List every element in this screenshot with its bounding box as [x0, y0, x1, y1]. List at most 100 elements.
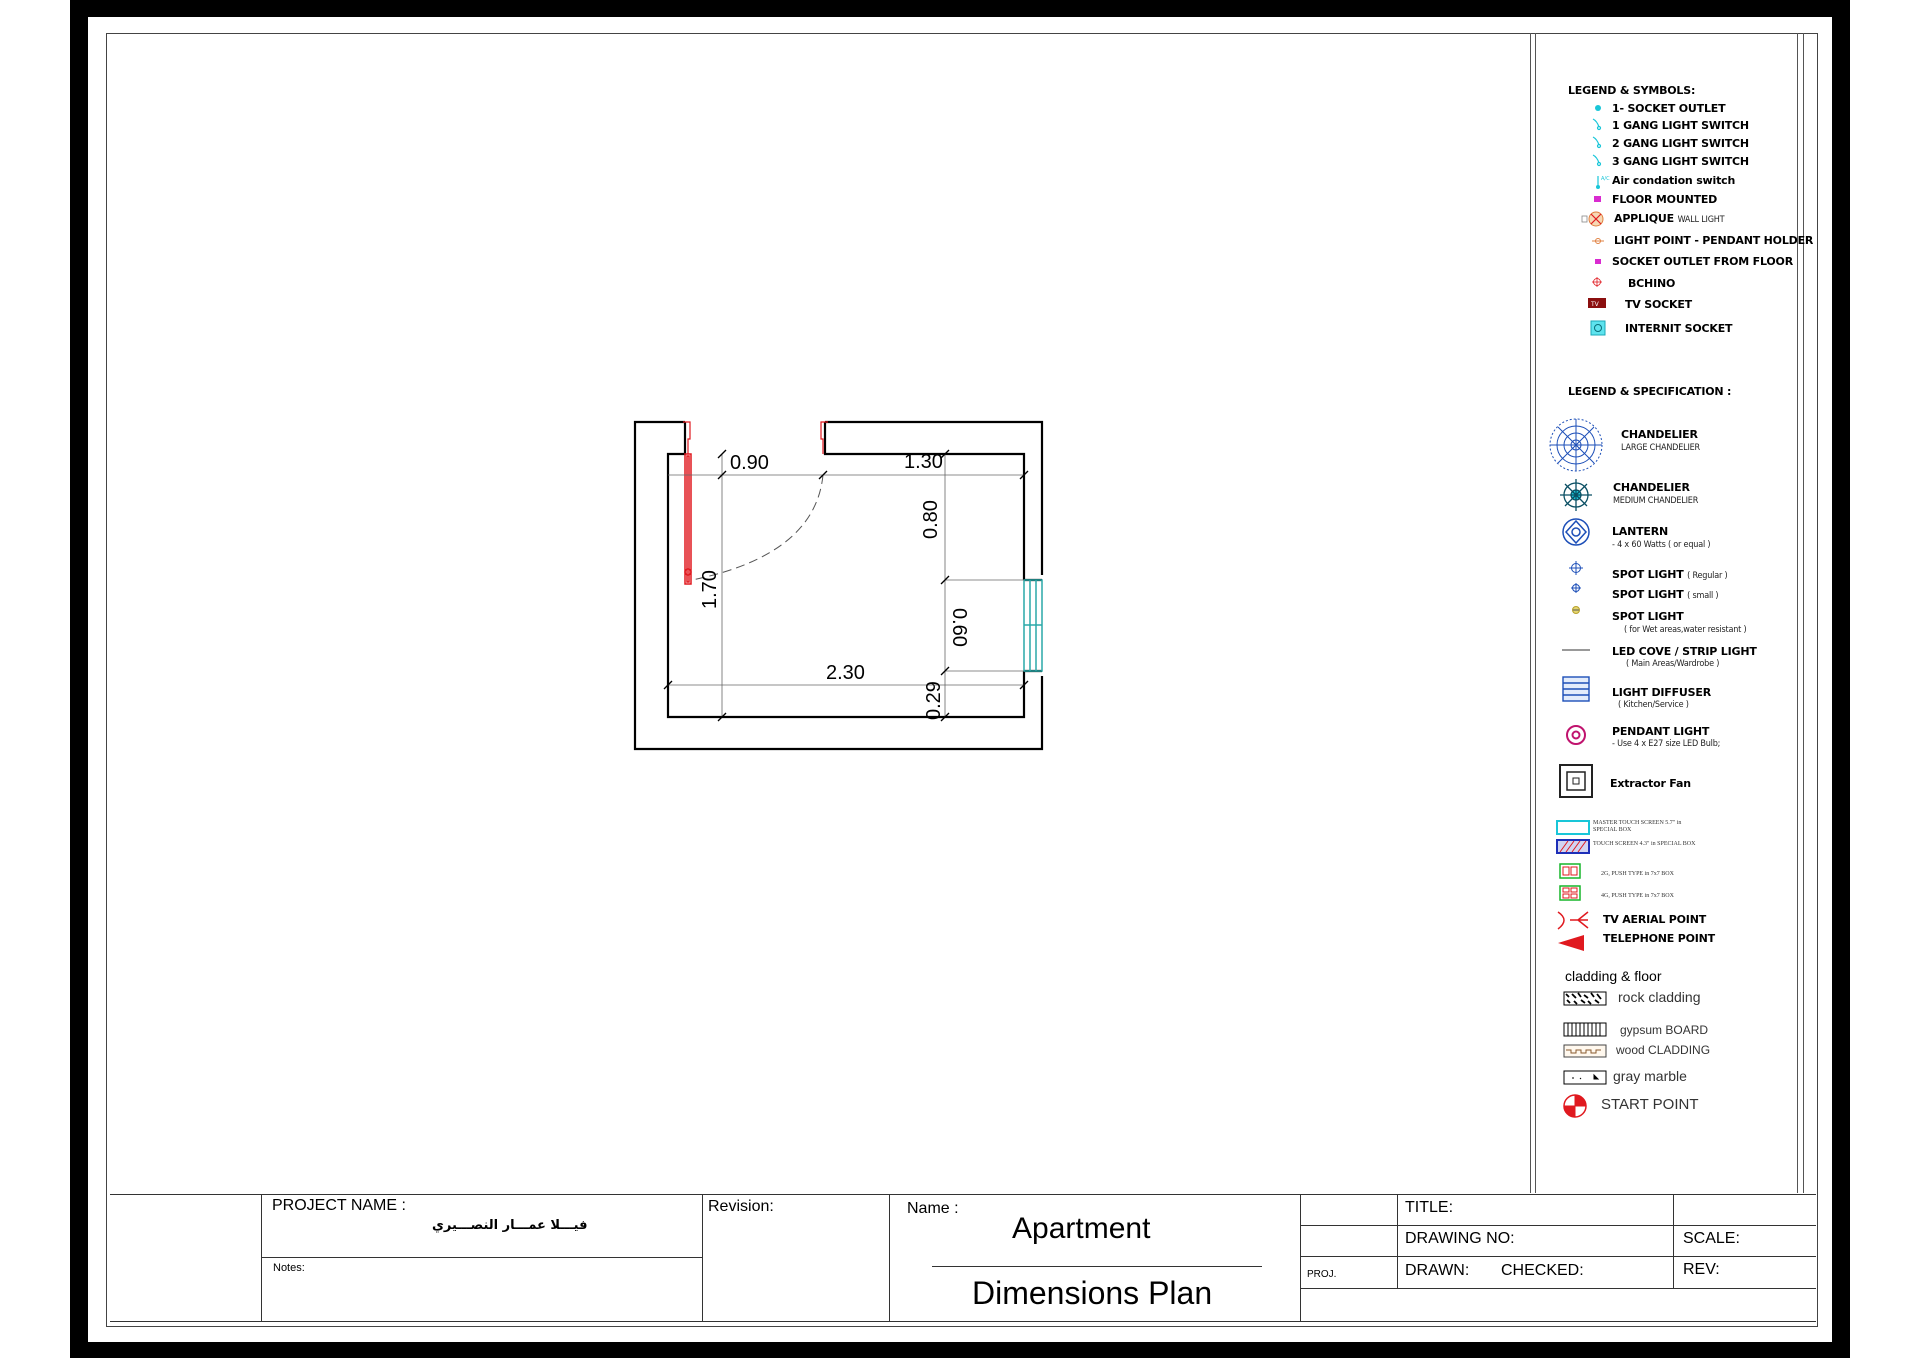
- titleblock-bottom: [110, 1321, 1816, 1322]
- cladding-marble: gray marble: [1613, 1068, 1687, 1084]
- legend-item-floor-mounted: FLOOR MOUNTED: [1612, 193, 1718, 206]
- spec-light-diffuser: LIGHT DIFFUSER( Kitchen/Service ): [1612, 686, 1711, 710]
- spec-strip-light: LED COVE / STRIP LIGHT( Main Areas/Wardr…: [1612, 645, 1757, 669]
- door-jamb-left: [683, 421, 691, 454]
- medium-chandelier-icon: [1560, 479, 1592, 511]
- wall-light-icon: [1581, 211, 1604, 227]
- spec-label: SPOT LIGHT: [1612, 588, 1684, 601]
- legend-item-socket-outlet: 1- SOCKET OUTLET: [1612, 102, 1726, 115]
- legend-item-3-gang: 3 GANG LIGHT SWITCH: [1612, 155, 1749, 168]
- spec-touch-screen: TOUCH SCREEN 4.3" in SPECIAL BOX: [1593, 841, 1696, 847]
- bchino-icon: [1592, 277, 1602, 287]
- spec-sub: MEDIUM CHANDELIER: [1613, 496, 1699, 506]
- spec-sub: - 4 x 60 Watts ( or equal ): [1612, 540, 1711, 550]
- border-bottom: [70, 1342, 1850, 1358]
- switch-icon: [1592, 154, 1602, 167]
- cladding-heading: cladding & floor: [1565, 968, 1662, 984]
- tb-divider: [1397, 1194, 1398, 1288]
- spec-spot-small: SPOT LIGHT ( small ): [1612, 588, 1719, 601]
- spec-label: LANTERN: [1612, 525, 1669, 538]
- switch-icon: [1592, 136, 1602, 149]
- door-swing-arc: [691, 474, 824, 581]
- legend-symbols-heading: LEGEND & SYMBOLS:: [1568, 84, 1696, 97]
- cladding-gypsum: gypsum BOARD: [1620, 1023, 1709, 1037]
- tb-row-line: [1300, 1288, 1816, 1289]
- title-label: TITLE:: [1405, 1199, 1454, 1216]
- tb-divider: [1673, 1194, 1674, 1288]
- spec-pendant-light: PENDANT LIGHT- Use 4 x E27 size LED Bulb…: [1612, 725, 1720, 749]
- titleblock-top: [110, 1194, 1816, 1195]
- drawing-no-label: DRAWING NO:: [1405, 1230, 1515, 1247]
- pendant-holder-icon: [1592, 238, 1604, 244]
- dimension-lines: [668, 454, 1024, 717]
- tb-divider: [1300, 1194, 1301, 1321]
- spec-push-2g: 2G, PUSH TYPE in 7x7 BOX: [1601, 871, 1674, 877]
- tb-row-line: [1300, 1225, 1816, 1226]
- legend-divider: [1803, 33, 1804, 1193]
- spec-label: SPOT LIGHT: [1612, 610, 1684, 623]
- dimension-ticks: [663, 449, 1029, 722]
- legend-symbol-icons: A/C TV: [1581, 105, 1610, 336]
- spec-master-touch: MASTER TOUCH SCREEN 5.7" in SPECIAL BOX: [1593, 820, 1682, 833]
- gray-marble-icon: [1563, 1070, 1607, 1085]
- spec-sub: ( small ): [1687, 591, 1719, 601]
- spec-sub: ( Kitchen/Service ): [1618, 700, 1689, 710]
- extractor-fan-icon: [1559, 764, 1593, 798]
- applique-label: APPLIQUE: [1614, 212, 1674, 225]
- push-2g-icon: [1559, 863, 1581, 879]
- legend-spec-icons: [1549, 418, 1603, 951]
- internet-socket-icon: [1590, 320, 1606, 336]
- spec-label: LIGHT DIFFUSER: [1612, 686, 1711, 699]
- border-right: [1832, 0, 1850, 1358]
- cladding-rock: rock cladding: [1618, 989, 1701, 1005]
- legend-item-2-gang: 2 GANG LIGHT SWITCH: [1612, 137, 1749, 150]
- cladding-start-point: START POINT: [1601, 1096, 1699, 1113]
- spec-push-4g: 4G, PUSH TYPE in 7x7 BOX: [1601, 893, 1674, 899]
- spec-medium-chandelier: CHANDELIER MEDIUM CHANDELIER: [1613, 481, 1698, 506]
- floor-plan: 0.90 1.30 0.80 1.70 0.60 2.30 0.29: [633, 420, 1044, 751]
- legend-item-applique: APPLIQUE WALL LIGHT: [1614, 212, 1725, 225]
- tv-socket-icon: TV: [1588, 298, 1606, 308]
- spec-spot-wet: SPOT LIGHT ( for Wet areas,water resistan…: [1612, 610, 1747, 635]
- door-leaf: [684, 453, 692, 585]
- spec-sub: ( for Wet areas,water resistant ): [1624, 625, 1747, 635]
- dim-2-30: 2.30: [826, 662, 865, 684]
- spec-tv-aerial: TV AERIAL POINT: [1603, 913, 1707, 926]
- switch-icon: [1592, 118, 1602, 131]
- border-top: [70, 0, 1850, 17]
- legend-item-ac-switch: Air condation switch: [1612, 174, 1736, 187]
- spec-label: PENDANT LIGHT: [1612, 725, 1710, 738]
- floor-socket-icon: [1595, 259, 1601, 264]
- checked-label: CHECKED:: [1501, 1262, 1584, 1279]
- floor-mounted-icon: [1594, 196, 1601, 202]
- legend-divider: [1535, 33, 1536, 1193]
- spec-telephone: TELEPHONE POINT: [1603, 932, 1715, 945]
- lantern-icon: [1562, 518, 1590, 546]
- tb-row-line: [932, 1266, 1262, 1267]
- legend-divider: [1797, 33, 1798, 1193]
- rev-label: REV:: [1683, 1261, 1720, 1278]
- spec-label: CHANDELIER: [1613, 481, 1690, 494]
- legend-spec-heading: LEGEND & SPECIFICATION :: [1568, 385, 1732, 398]
- name-label: Name :: [907, 1200, 959, 1217]
- light-diffuser-icon: [1562, 676, 1590, 702]
- legend-item-tv-socket: TV SOCKET: [1625, 298, 1692, 311]
- tb-divider: [889, 1194, 890, 1321]
- wood-cladding-icon: [1563, 1044, 1607, 1058]
- large-chandelier-icon: [1549, 418, 1603, 472]
- spec-label: SPOT LIGHT: [1612, 568, 1684, 581]
- svg-text:TV: TV: [1590, 301, 1600, 308]
- spec-lantern: LANTERN - 4 x 60 Watts ( or equal ): [1612, 525, 1711, 550]
- legend-item-pendant-holder: LIGHT POINT - PENDANT HOLDER: [1614, 234, 1814, 247]
- push-4g-icon: [1559, 885, 1581, 901]
- applique-sub: WALL LIGHT: [1677, 215, 1725, 225]
- pendant-light-icon: [1566, 725, 1586, 745]
- spec-label: LED COVE / STRIP LIGHT: [1612, 645, 1757, 658]
- window: [1023, 579, 1043, 672]
- legend-item-internet-socket: INTERNIT SOCKET: [1625, 322, 1733, 335]
- spot-light-small-icon: [1571, 583, 1581, 593]
- legend-item-1-gang: 1 GANG LIGHT SWITCH: [1612, 119, 1749, 132]
- dim-0-80: 0.80: [920, 500, 942, 539]
- touch-screen-icon: [1556, 839, 1590, 854]
